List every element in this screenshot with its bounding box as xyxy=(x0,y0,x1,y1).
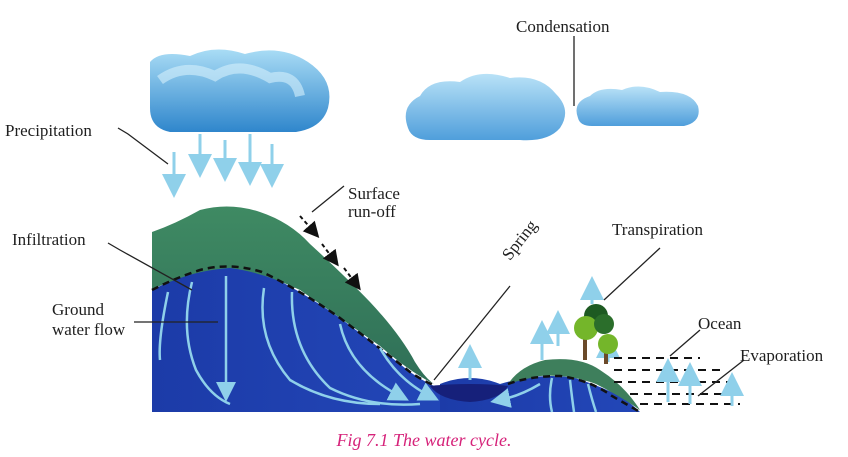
ocean-lines xyxy=(614,357,740,405)
transpiration-label: Transpiration xyxy=(612,220,703,239)
surface-runoff-label-line1: Surface xyxy=(348,184,400,203)
ground-water-flow-arrows xyxy=(158,276,598,413)
precipitation-arrows xyxy=(162,134,284,198)
infiltration-label: Infiltration xyxy=(12,230,86,249)
evaporation-label: Evaporation xyxy=(740,346,824,365)
figure-caption: Fig 7.1 The water cycle. xyxy=(336,430,512,450)
precipitation-label: Precipitation xyxy=(5,121,92,140)
hill-landmass xyxy=(152,206,434,384)
rain-cloud-icon xyxy=(150,49,330,132)
tree-icon xyxy=(574,304,618,364)
condensation-label: Condensation xyxy=(516,17,610,36)
leader-lines xyxy=(107,36,745,397)
condensation-cloud-large-icon xyxy=(405,73,566,141)
groundwater-label-line2: water flow xyxy=(52,320,126,339)
spring-pool xyxy=(430,384,508,402)
groundwater-label-line1: Ground xyxy=(52,300,104,319)
condensation-cloud-small-icon xyxy=(576,86,699,126)
evaporation-arrows xyxy=(656,358,744,406)
surface-runoff-label-line2: run-off xyxy=(348,202,396,221)
water-table-line xyxy=(151,265,641,414)
ocean-label: Ocean xyxy=(698,314,742,333)
surface-runoff-arrows xyxy=(299,215,361,291)
small-hill-landmass xyxy=(508,359,640,410)
